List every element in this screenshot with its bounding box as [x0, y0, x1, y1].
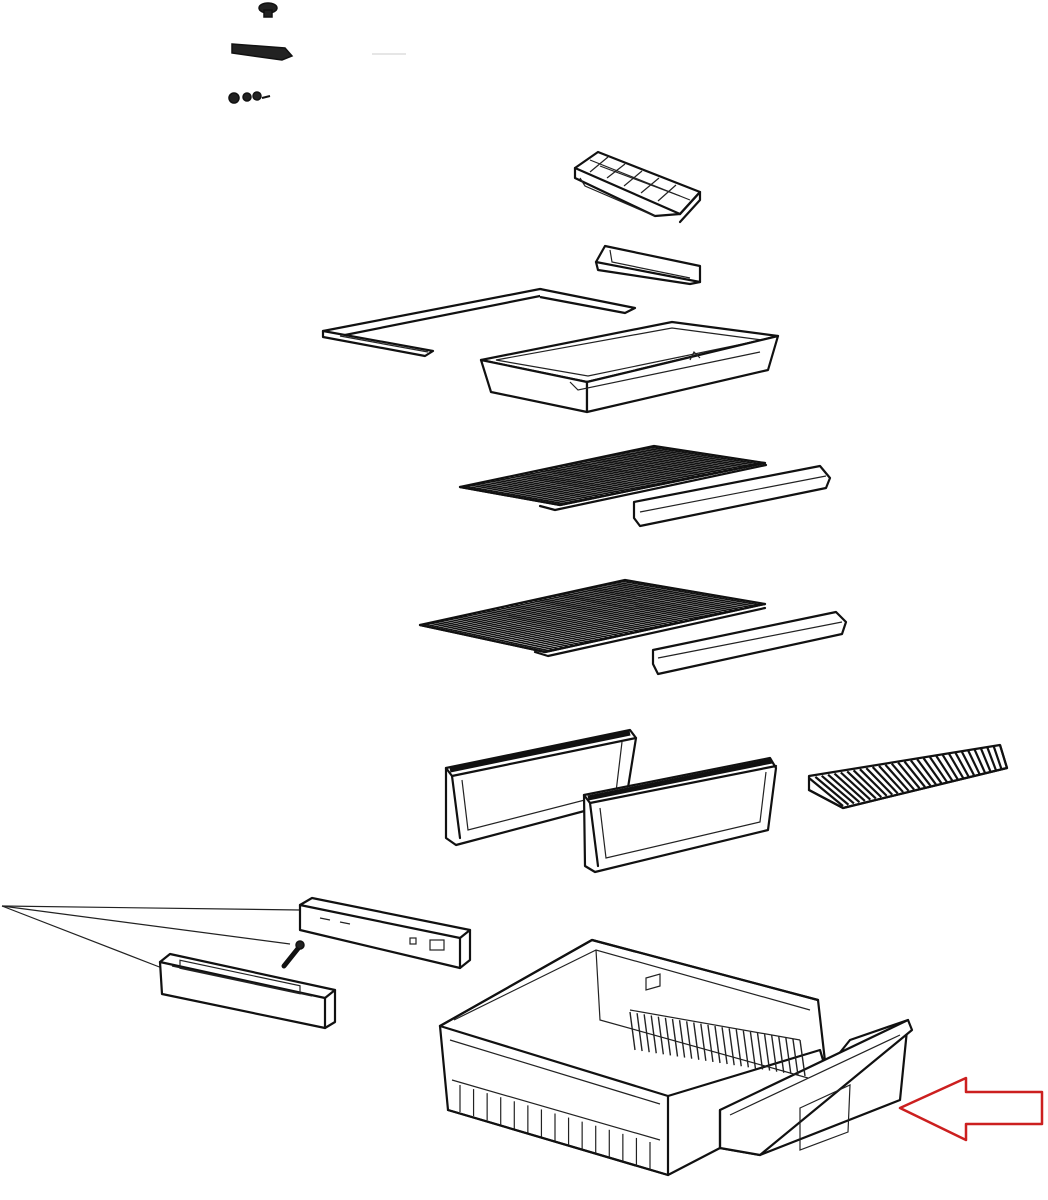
- leader-lines: [1, 905, 301, 969]
- drawer-front-lower-icon: [158, 952, 337, 1030]
- wire-shelf-lower-icon: [418, 578, 767, 658]
- shelf-trim-upper-icon: [632, 464, 832, 528]
- shelf-trim-lower-icon: [651, 610, 848, 676]
- drawer-front-upper-icon: [298, 896, 472, 970]
- grille-icon: [807, 743, 1009, 810]
- freezer-tray-icon: [479, 320, 780, 414]
- freezer-drawer-icon: [438, 938, 914, 1177]
- hinge-bracket-icon: [231, 43, 406, 61]
- door-flap-right-icon: [582, 756, 778, 874]
- red-pointer-arrow-icon: [898, 1076, 1044, 1142]
- screws-icon: [228, 91, 271, 104]
- ice-tray-icon: [573, 150, 702, 224]
- shelf-frame-icon: [321, 287, 637, 358]
- drawer-screw-icon: [281, 940, 305, 969]
- tray-holder-icon: [594, 244, 702, 286]
- wire-shelf-upper-icon: [458, 444, 768, 512]
- hinge-cap-icon: [258, 2, 278, 18]
